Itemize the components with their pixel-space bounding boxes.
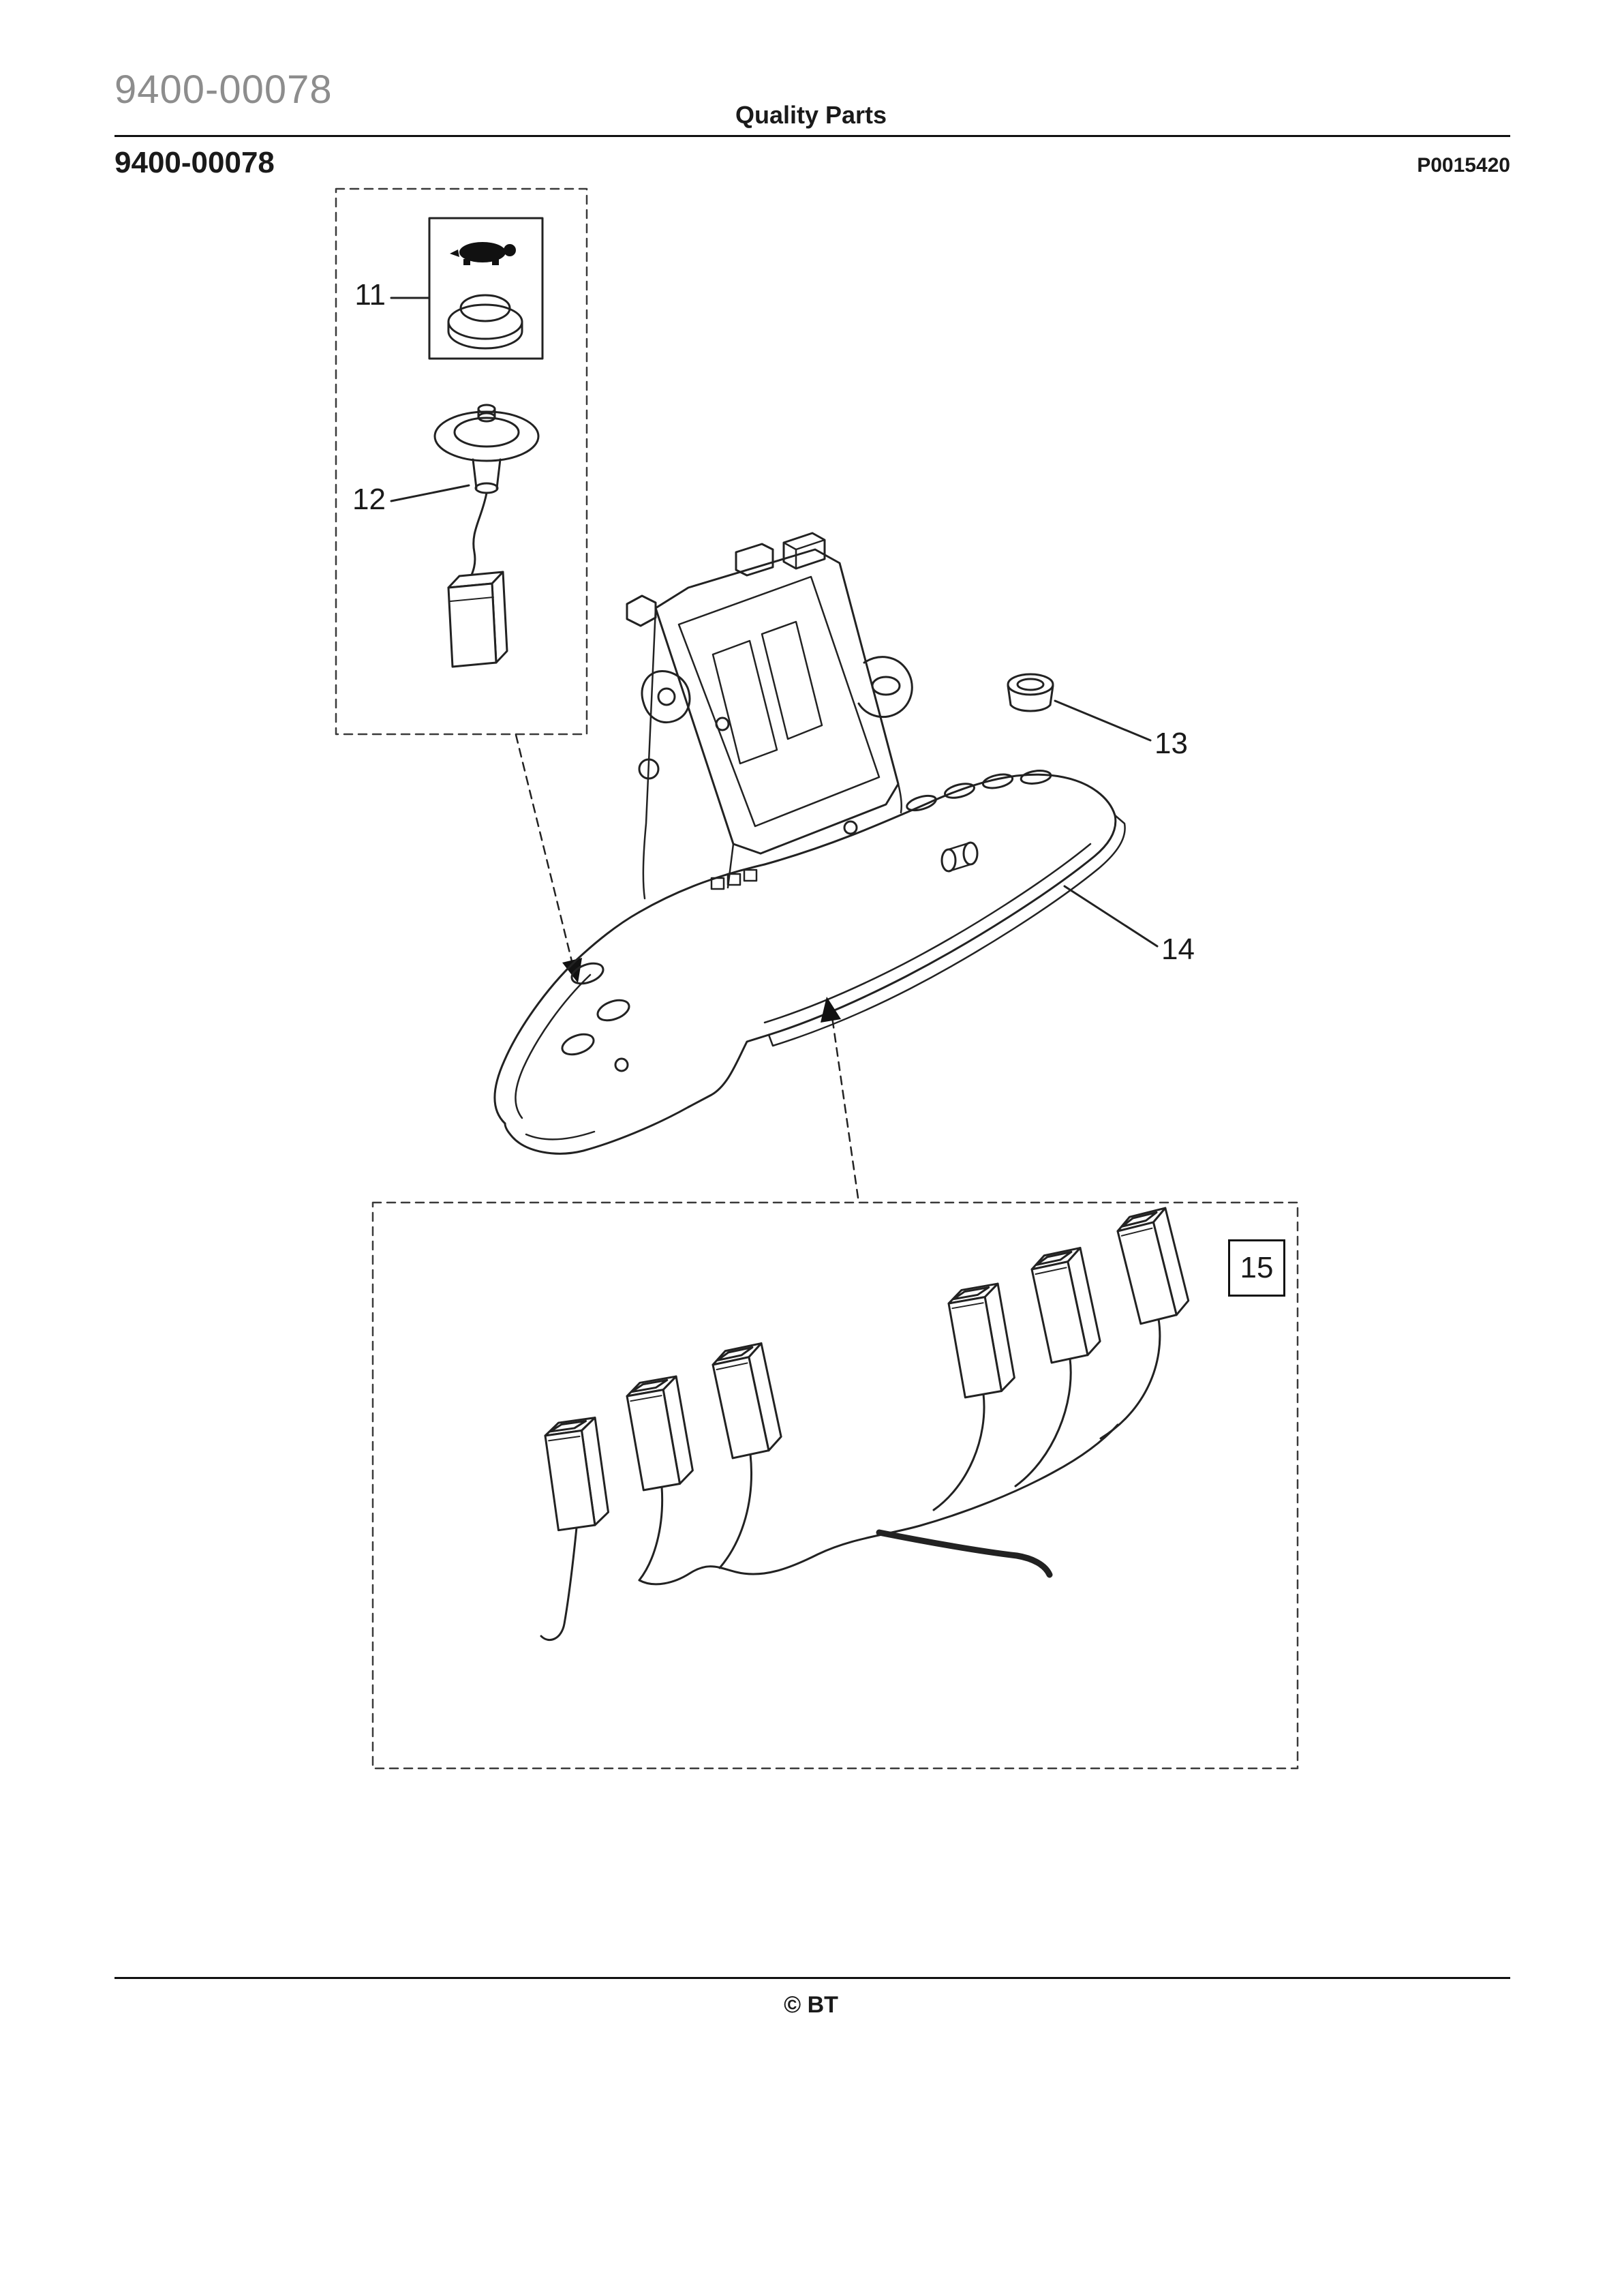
detail-box-11-12 xyxy=(335,187,588,736)
leader-13 xyxy=(1054,699,1152,742)
callout-15-box: 15 xyxy=(1228,1239,1285,1297)
doc-number-watermark: 9400-00078 xyxy=(114,67,333,112)
leader-12 xyxy=(390,484,470,502)
callout-12-label: 12 xyxy=(352,483,386,516)
callout-11-label: 11 xyxy=(354,278,386,312)
header-divider xyxy=(114,135,1510,137)
callout-14-label: 14 xyxy=(1161,933,1195,966)
part-12-connector-block xyxy=(447,571,508,668)
part-14-chassis-cover xyxy=(493,532,1126,1155)
part-11-button-cap xyxy=(447,294,523,350)
part-12-sensor-with-wire xyxy=(433,404,540,668)
doc-number: 9400-00078 xyxy=(114,146,275,179)
detail-box-15 xyxy=(371,1201,1299,1770)
leader-14 xyxy=(1063,885,1159,948)
callout-13-label: 13 xyxy=(1154,727,1188,760)
page-title: Quality Parts xyxy=(735,101,887,129)
part-11-slow-speed-button xyxy=(428,217,544,360)
part-15-wiring-harness xyxy=(540,1207,1193,1641)
leader-detail-box-to-assembly xyxy=(515,734,582,983)
drawing-code: P0015420 xyxy=(1417,154,1510,177)
leader-assembly-to-harness-box xyxy=(821,997,859,1199)
footer-divider xyxy=(114,1977,1510,1979)
turtle-icon xyxy=(450,242,516,265)
part-13-plug xyxy=(1007,673,1054,712)
callout-15-label: 15 xyxy=(1240,1251,1274,1284)
copyright-text: © BT xyxy=(784,1992,838,2018)
